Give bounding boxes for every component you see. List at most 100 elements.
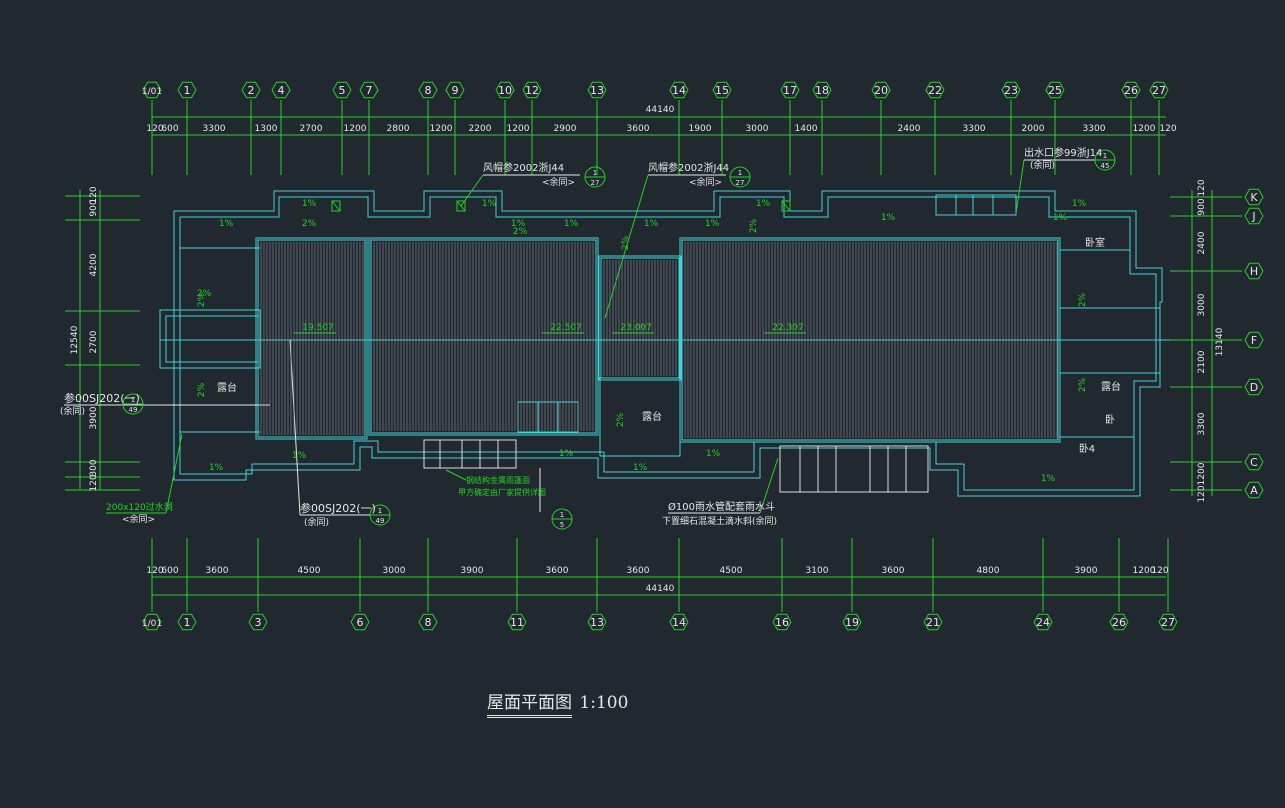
- slope-label: 1%: [706, 449, 721, 459]
- dim-top-segment: 1200: [507, 124, 530, 134]
- note-vent-cap-2: 风帽参2002浙J44: [648, 161, 729, 174]
- note-drain-2: 下置细石混凝土滴水斜(余同): [662, 515, 777, 527]
- dim-right-segment: 900: [1197, 198, 1207, 215]
- axis-right-A-label: A: [1250, 484, 1258, 497]
- drawing-title-text: 屋面平面图: [487, 688, 572, 718]
- axis-top-15-bubble: [712, 81, 732, 99]
- axis-top-14-label: 14: [672, 84, 686, 97]
- dim-bottom-segment: 120: [1151, 566, 1168, 576]
- axis-bottom-1-bubble: [177, 613, 197, 631]
- axis-bottom-21-bubble: [923, 613, 943, 631]
- elevation-label: 19.507: [302, 323, 334, 333]
- axis-top-1-01-bubble: [142, 81, 162, 99]
- dim-bottom-total: 44140: [646, 584, 675, 594]
- slope-label: 2%: [197, 289, 212, 299]
- slope-label: 1%: [1072, 199, 1087, 209]
- tile-panel-3-frame: [598, 255, 682, 381]
- note-vent-cap-1: 风帽参2002浙J44: [483, 161, 564, 174]
- axis-top-26-bubble: [1121, 81, 1141, 99]
- axis-top-13-bubble: [587, 81, 607, 99]
- dim-top-segment: 1400: [795, 124, 818, 134]
- detail-callout-top: 1: [560, 511, 564, 519]
- axis-top-14-bubble: [669, 81, 689, 99]
- canopy-left: [423, 439, 517, 469]
- slope-label: 1%: [292, 451, 307, 461]
- slope-label: 1%: [302, 199, 317, 209]
- dim-top-segment: 3300: [963, 124, 986, 134]
- roof-outer-wall: [173, 190, 1163, 497]
- dim-left-segment: 900: [89, 199, 99, 216]
- dim-left-segment: 2700: [89, 330, 99, 353]
- slope-label: 1%: [644, 219, 659, 229]
- dim-top-segment: 3000: [746, 124, 769, 134]
- axis-right-K-label: K: [1250, 191, 1258, 204]
- note-vent-cap-1-same: <余同>: [542, 176, 575, 188]
- dim-top-segment: 2900: [554, 124, 577, 134]
- axis-top-20-bubble: [871, 81, 891, 99]
- roof-inner-wall: [179, 196, 1157, 491]
- dim-right-segment: 3300: [1197, 412, 1207, 435]
- detail-callout-top: 1: [738, 169, 742, 177]
- room-label: 露台: [217, 381, 237, 394]
- axis-top-4-bubble: [271, 81, 291, 99]
- axis-top-22-bubble: [925, 81, 945, 99]
- slope-label: 2%: [513, 227, 528, 237]
- axis-top-1-label: 1: [184, 84, 191, 97]
- dim-right-segment: 2100: [1197, 350, 1207, 373]
- axis-bottom-11-label: 11: [510, 616, 524, 629]
- dim-top-segment: 120: [1159, 124, 1176, 134]
- tile-panel-2-frame: [368, 237, 599, 436]
- slope-label: 1%: [559, 449, 574, 459]
- detail-callout-bottom: 49: [376, 517, 385, 525]
- axis-right-A-bubble: [1244, 481, 1264, 499]
- axis-bottom-16-bubble: [772, 613, 792, 631]
- leader-outlet: [1015, 159, 1025, 214]
- detail-callout-bottom: 5: [560, 521, 564, 529]
- axis-top-13-label: 13: [590, 84, 604, 97]
- axis-bottom-24-bubble: [1033, 613, 1053, 631]
- tile-panel-1-frame: [255, 237, 368, 440]
- dim-top-segment: 3600: [627, 124, 650, 134]
- dim-top-total: 44140: [646, 105, 675, 115]
- note-scupper: 200x120过水洞: [106, 501, 173, 513]
- slope-label: 2%: [621, 235, 631, 250]
- slope-label: 2%: [197, 292, 207, 307]
- dim-top-segment: 3300: [203, 124, 226, 134]
- axis-top-12-bubble: [522, 81, 542, 99]
- axis-bottom-8-label: 8: [425, 616, 432, 629]
- axis-bottom-13-label: 13: [590, 616, 604, 629]
- axis-bottom-19-label: 19: [845, 616, 859, 629]
- dim-right-total: 13140: [1215, 327, 1225, 356]
- axis-top-8-bubble: [418, 81, 438, 99]
- vent-cap-symbol: [331, 200, 341, 212]
- axis-right-D-bubble: [1244, 378, 1264, 396]
- dim-bottom-segment: 3100: [806, 566, 829, 576]
- axis-bottom-6-bubble: [350, 613, 370, 631]
- drawing-scale: 1:100: [579, 693, 629, 713]
- slope-label: 1%: [705, 219, 720, 229]
- axis-bottom-19-bubble: [842, 613, 862, 631]
- room-label: 露台: [1101, 380, 1121, 393]
- dim-bottom-segment: 3600: [206, 566, 229, 576]
- axis-top-5-bubble: [332, 81, 352, 99]
- slope-label: 2%: [302, 219, 317, 229]
- elevation-label: 22.507: [550, 323, 582, 333]
- slope-label: 2%: [1078, 377, 1088, 392]
- vent-cap-cross: [781, 200, 791, 212]
- dim-bottom-segment: 600: [161, 566, 178, 576]
- axis-right-J-label: J: [1251, 210, 1255, 223]
- dim-right-segment: 1200: [1197, 462, 1207, 485]
- axis-top-4-label: 4: [278, 84, 285, 97]
- leader-ref-bottom: [289, 339, 301, 516]
- axis-bottom-1-01-label: 1/01: [142, 619, 162, 629]
- slope-label: 2%: [616, 412, 626, 427]
- slope-label: 2%: [749, 218, 759, 233]
- dim-bottom-segment: 3600: [627, 566, 650, 576]
- canopy-right: [779, 445, 929, 493]
- axis-top-26-label: 26: [1124, 84, 1138, 97]
- tile-panel-4-frame: [679, 237, 1061, 443]
- dim-bottom-segment: 3600: [546, 566, 569, 576]
- axis-top-8-label: 8: [425, 84, 432, 97]
- dim-top-segment: 3300: [1083, 124, 1106, 134]
- note-drain: Ø100雨水管配套雨水斗: [668, 500, 775, 513]
